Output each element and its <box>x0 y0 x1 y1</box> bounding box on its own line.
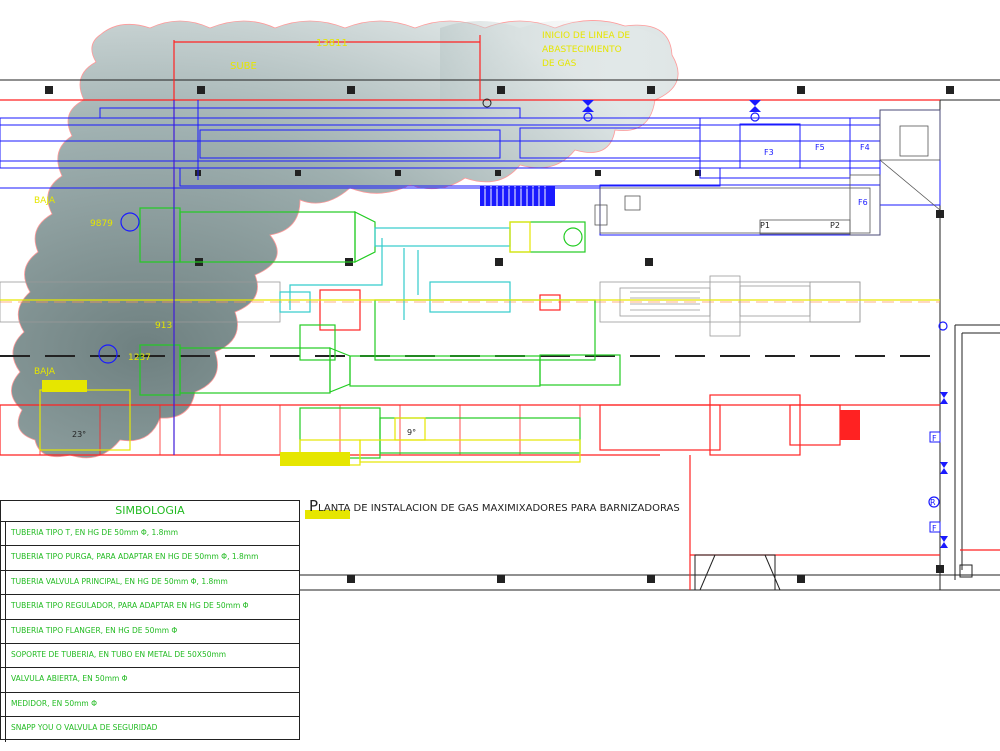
marker-r: R <box>930 498 936 507</box>
legend-row: SNAPP YOU O VALVULA DE SEGURIDAD <box>1 717 299 742</box>
blue-symbols <box>98 112 948 508</box>
conveyor-ribs <box>484 186 546 206</box>
legend-row: TUBERIA TIPO T, EN HG DE 50mm Φ, 1.8mm <box>1 522 299 547</box>
legend-item: SOPORTE DE TUBERIA, EN TUBO EN METAL DE … <box>11 649 227 659</box>
marker-f2: F <box>932 524 937 533</box>
legend-item: MEDIDOR, EN 50mm Φ <box>11 698 98 708</box>
legend-row: TUBERIA TIPO PURGA, PARA ADAPTAR EN HG D… <box>1 546 299 571</box>
dim-left-3: 1237 <box>128 353 151 363</box>
label-f6: F6 <box>858 198 868 207</box>
angle-2: 9° <box>407 428 416 437</box>
dim-left-1: 9879 <box>90 219 113 229</box>
label-f3: F3 <box>764 148 774 157</box>
plan-title-initial: P <box>309 497 319 515</box>
legend-row: MEDIDOR, EN 50mm Φ <box>1 692 299 718</box>
angle-1: 23° <box>72 430 86 439</box>
label-f5: F5 <box>815 143 825 152</box>
legend-item: TUBERIA TIPO T, EN HG DE 50mm Φ, 1.8mm <box>11 528 179 537</box>
marker-f1: F <box>932 434 937 443</box>
label-p1: P1 <box>760 221 770 230</box>
blue-lines <box>0 100 600 455</box>
right-markers <box>929 431 941 533</box>
baja-label-1: BAJA <box>34 196 56 206</box>
legend-row: SOPORTE DE TUBERIA, EN TUBO EN METAL DE … <box>1 643 299 669</box>
legend-item: TUBERIA TIPO PURGA, PARA ADAPTAR EN HG D… <box>11 552 259 562</box>
diagram-labels: 13811 INICIO DE LINEA DE ABASTECIMIENTO … <box>34 31 937 533</box>
symbology-legend: SIMBOLOGIA TUBERIA TIPO T, EN HG DE 50mm… <box>0 500 300 742</box>
legend-item: VALVULA ABIERTA, EN 50mm Φ <box>11 674 128 684</box>
label-f4: F4 <box>860 143 870 152</box>
red-hatch <box>840 410 860 440</box>
dimension-top: 13811 <box>316 38 348 49</box>
legend-item: TUBERIA TIPO REGULADOR, PARA ADAPTAR EN … <box>11 601 249 611</box>
conveyor-fill <box>480 186 555 206</box>
green-gauges <box>563 227 583 247</box>
legend-item: SNAPP YOU O VALVULA DE SEGURIDAD <box>11 723 158 733</box>
valve-symbols <box>582 100 948 548</box>
legend-title: SIMBOLOGIA <box>1 501 299 522</box>
legend-row: TUBERIA TIPO REGULADOR, PARA ADAPTAR EN … <box>1 595 299 620</box>
baja-label-2: BAJA <box>34 367 56 377</box>
revision-cloud <box>11 20 679 459</box>
dim-left-2: 913 <box>155 321 172 331</box>
yellow-fills <box>42 380 350 519</box>
legend-row: TUBERIA VALVULA PRINCIPAL, EN HG DE 50mm… <box>1 570 299 596</box>
label-p2: P2 <box>830 221 840 230</box>
cyan-pipes <box>279 227 511 320</box>
legend-item: TUBERIA TIPO FLANGER, EN HG DE 50mm Φ <box>11 625 178 635</box>
inicio-linea-3: DE GAS <box>542 59 577 69</box>
sube-label: SUBE <box>230 61 257 72</box>
green-machines <box>139 207 621 459</box>
black-details <box>0 98 973 740</box>
inicio-linea-1: INICIO DE LINEA DE <box>542 31 630 41</box>
plan-title: PLANTA DE INSTALACION DE GAS MAXIMIXADOR… <box>309 497 680 515</box>
legend-row: VALVULA ABIERTA, EN 50mm Φ <box>1 668 299 693</box>
machine-right-grey <box>594 109 941 236</box>
legend-row: TUBERIA TIPO FLANGER, EN HG DE 50mm Φ <box>1 619 299 644</box>
legend-item: TUBERIA VALVULA PRINCIPAL, EN HG DE 50mm… <box>11 576 228 586</box>
inicio-linea-2: ABASTECIMIENTO <box>542 45 622 55</box>
plan-title-rest: LANTA DE INSTALACION DE GAS MAXIMIXADORE… <box>318 503 680 514</box>
